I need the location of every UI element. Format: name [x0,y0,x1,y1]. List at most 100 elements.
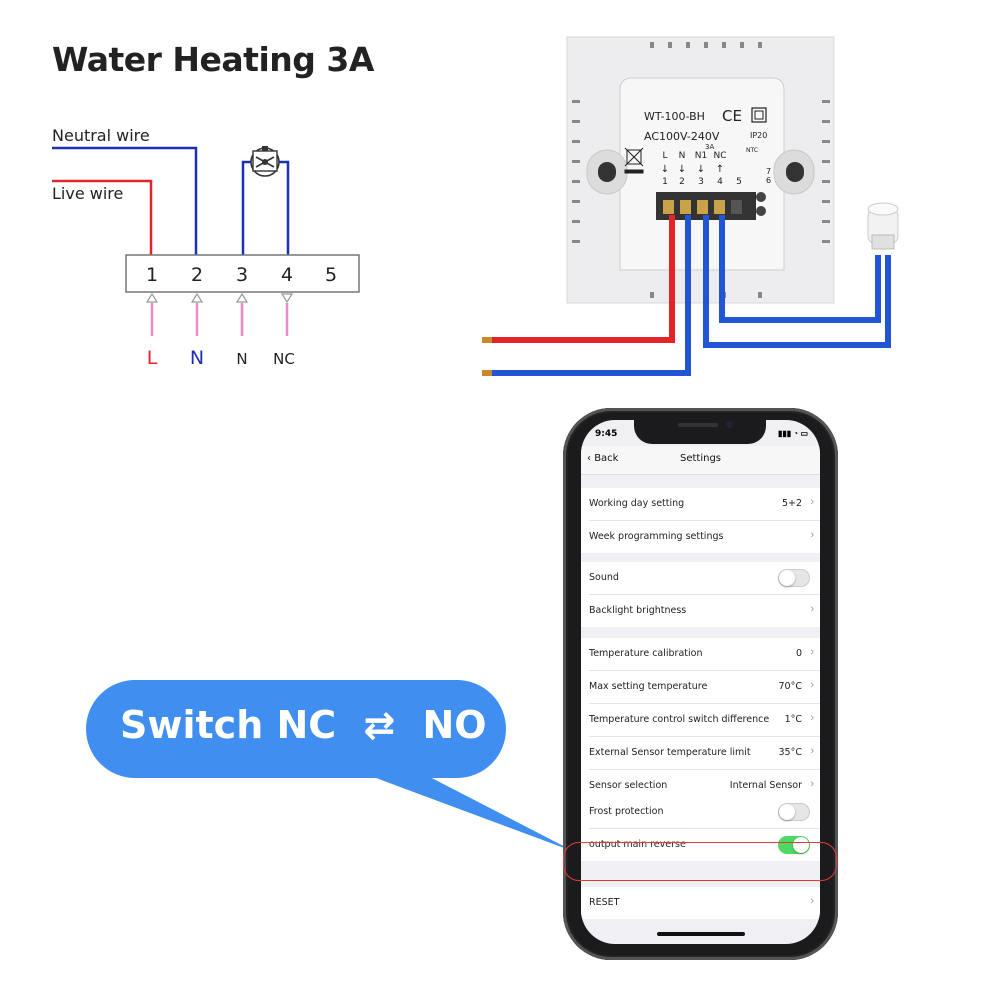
settings-row-label: Week programming settings [589,531,724,542]
nav-bar: ‹ Back Settings [581,446,820,475]
device-ntc-number: 6 [766,176,771,185]
settings-row[interactable]: Max setting temperature 70°C › [589,671,820,704]
device-terminal-label: NC [713,151,726,161]
page-title: Water Heating 3A [52,40,374,79]
highlight-ring [563,842,837,881]
settings-row-label: Max setting temperature [589,681,708,692]
device-terminal-label: L [662,151,667,161]
chevron-right-icon: › [810,529,814,541]
terminal-screw [714,200,725,214]
phone-speaker [678,423,718,427]
neutral-wire [52,146,198,255]
neutral-cable [490,215,691,376]
terminal-number: 3 [236,264,248,286]
terminal-number: 2 [191,264,203,286]
toggle-switch[interactable] [778,803,810,821]
settings-row-label: Sensor selection [589,780,668,791]
terminal-label: N [190,347,204,369]
settings-row-label: Working day setting [589,498,685,509]
terminal-label: NC [273,350,295,368]
home-indicator [657,932,745,936]
toggle-switch[interactable] [778,836,810,854]
thermostat-back-illustration: WT-100-BH CE AC100V-240V 3A IP20 NTC L↓N… [482,36,899,376]
exchange-arrows-icon: ⇄ [363,703,396,747]
status-icons: ▮▮▮ ◔ ▭ [777,429,808,438]
terminal-screw [680,200,691,214]
toggle-switch[interactable] [778,569,810,587]
terminal-arrows [145,292,294,336]
settings-row-label: output main reverse [589,839,686,850]
chevron-right-icon: › [810,778,814,790]
callout-text-nc: Switch NC [120,703,337,747]
settings-row[interactable]: output main reverse [589,829,820,861]
settings-row-label: Temperature control switch difference [589,714,770,725]
chevron-right-icon: › [810,603,814,615]
device-ntc-label: NTC [746,147,758,154]
ce-mark: CE [722,107,742,125]
chevron-right-icon: › [810,745,814,757]
toggle-knob [779,570,795,586]
device-ntc-number: 7 [766,167,771,176]
terminal-block [125,254,360,293]
phone-camera [726,421,733,428]
nav-title: Settings [679,453,721,464]
terminal-screw [663,200,674,214]
valve-actuator-device [867,202,899,250]
terminal-number: 5 [325,264,337,286]
valve-cable-2 [719,215,881,323]
neutral-wire-label: Neutral wire [52,126,150,145]
back-label: Back [594,453,619,464]
settings-row[interactable]: Week programming settings › [589,521,820,553]
settings-row-label: RESET [589,897,620,908]
terminal-number: 1 [146,264,158,286]
chevron-right-icon: › [810,646,814,658]
valve-cable-1 [703,215,891,348]
callout-body [86,680,506,778]
terminal-label: N [236,350,247,368]
settings-row[interactable]: RESET› [589,887,820,919]
settings-row-value: 70°C [778,681,802,692]
phone-notch [634,416,766,444]
settings-row[interactable]: Sound [589,562,820,595]
device-current: 3A [705,143,714,151]
settings-row-label: Frost protection [589,806,664,817]
valve-actuator-icon [250,146,280,177]
settings-group: Frost protection output main reverse [581,796,820,861]
chevron-right-icon: › [810,679,814,691]
terminal-label: L [147,347,158,369]
terminal-screw [731,200,742,214]
device-terminal-number: 3 [698,177,704,187]
device-model: WT-100-BH [644,110,705,123]
terminal-screw [697,200,708,214]
device-terminal-label: N1 [695,151,707,161]
live-cable [490,215,675,343]
status-bar: 9:45 ▮▮▮ ◔ ▭ [581,420,820,446]
arrow-down-icon: ↓ [661,164,669,175]
device-ip-rating: IP20 [750,131,767,140]
settings-row[interactable]: Backlight brightness › [589,595,820,627]
settings-row[interactable]: Frost protection [589,796,820,829]
arrow-up-icon [145,292,159,303]
arrow-down-icon [280,293,294,304]
chevron-right-icon: › [810,496,814,508]
arrow-down-icon: ↓ [678,164,686,175]
back-button[interactable]: ‹ Back [587,453,618,464]
settings-group: RESET› [581,887,820,919]
live-wire-label: Live wire [52,184,123,203]
callout-tail [360,772,575,852]
phone-screen: 9:45 ▮▮▮ ◔ ▭ ‹ Back Settings Working day… [581,420,820,944]
device-terminal-number: 5 [736,177,742,187]
toggle-knob [793,837,809,853]
settings-row-label: Backlight brightness [589,605,687,616]
callout-text-no: NO [422,703,487,747]
